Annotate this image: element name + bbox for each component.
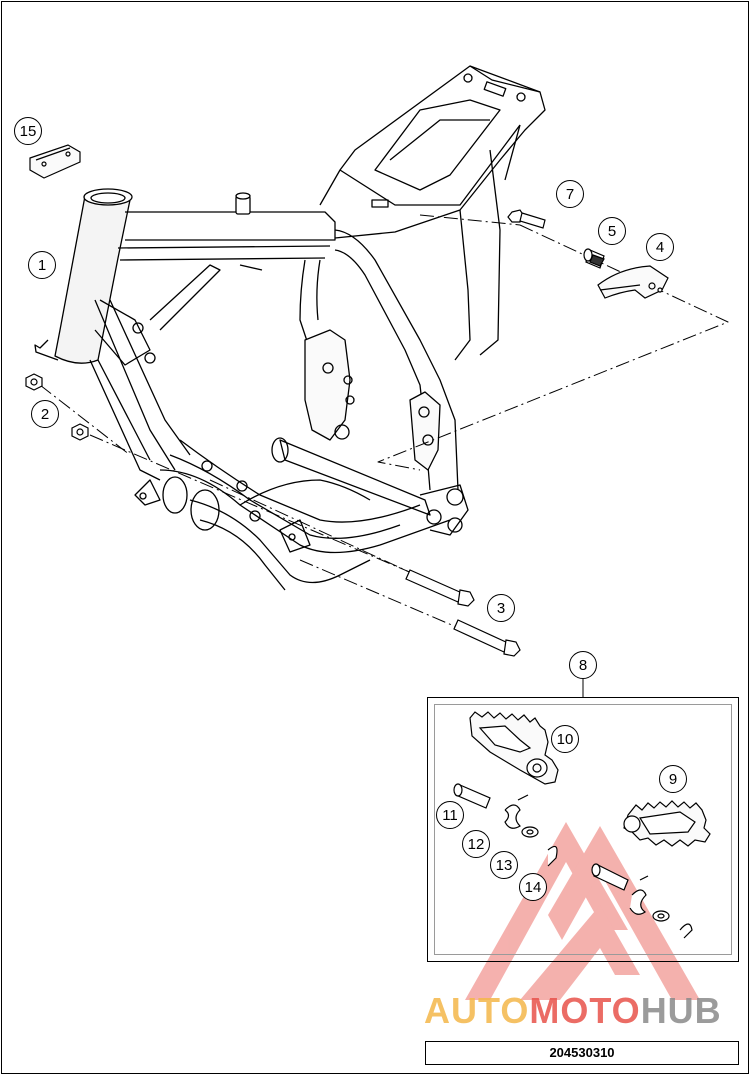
part-7-bolt bbox=[507, 209, 546, 229]
assembly-8-inset-inner bbox=[434, 704, 732, 955]
watermark-hub: HUB bbox=[640, 990, 722, 1031]
callout-8: 8 bbox=[569, 651, 597, 679]
part-2-nuts bbox=[25, 373, 89, 441]
motorcycle-frame bbox=[34, 65, 729, 651]
part-4-chain-slider bbox=[597, 265, 669, 299]
callout-15: 15 bbox=[14, 117, 42, 145]
callout-11: 11 bbox=[436, 801, 464, 829]
part-3-bolts bbox=[405, 569, 521, 657]
callout-5: 5 bbox=[598, 217, 626, 245]
callout-3: 3 bbox=[487, 594, 515, 622]
callout-7: 7 bbox=[556, 180, 584, 208]
assembly-8-inset-box bbox=[427, 697, 739, 962]
callout-4: 4 bbox=[646, 233, 674, 261]
callout-14: 14 bbox=[519, 873, 547, 901]
reference-number: 204530310 bbox=[549, 1045, 615, 1060]
callout-10: 10 bbox=[551, 725, 579, 753]
callout-9: 9 bbox=[659, 765, 687, 793]
part-10-footpeg bbox=[469, 711, 559, 785]
watermark-auto: AUTO bbox=[424, 990, 530, 1031]
callout-1: 1 bbox=[28, 251, 56, 279]
part-5-bushing bbox=[583, 248, 605, 269]
callout-2: 2 bbox=[31, 400, 59, 428]
part-9-footpeg bbox=[623, 800, 711, 847]
watermark-automotohub: AUTOMOTOHUB bbox=[424, 990, 722, 1032]
part-15-cover bbox=[29, 144, 81, 179]
watermark-moto: MOTO bbox=[529, 990, 641, 1031]
callout-13: 13 bbox=[490, 851, 518, 879]
inset-small-parts bbox=[453, 783, 693, 939]
callout-12: 12 bbox=[462, 830, 490, 858]
reference-number-box: 204530310 bbox=[425, 1041, 739, 1065]
watermark-triangle-logo bbox=[465, 822, 700, 1000]
